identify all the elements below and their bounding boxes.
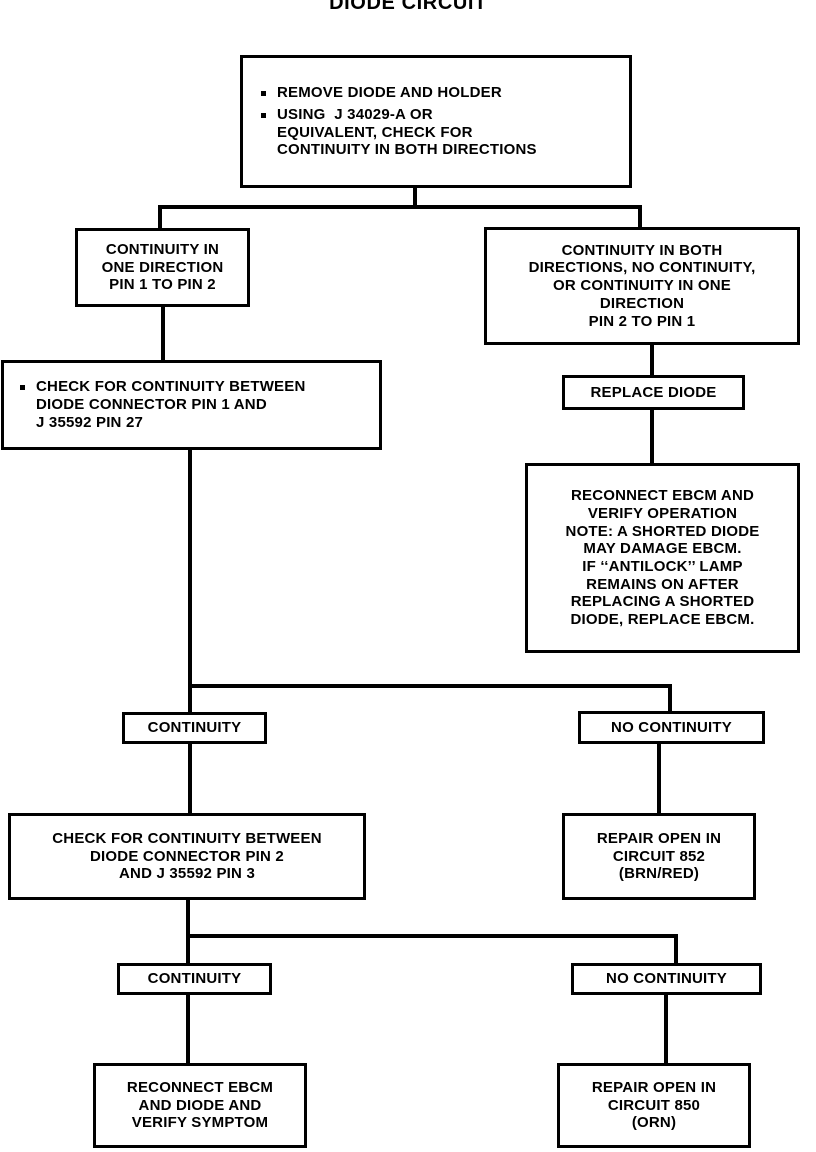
connector-start-stem <box>413 188 417 207</box>
start-bullet-list: REMOVE DIODE AND HOLDER USING J 34029-A … <box>255 84 617 159</box>
connector-to-both-directions <box>638 205 642 230</box>
node-no-continuity-label-2[interactable]: NO CONTINUITY <box>571 963 762 995</box>
node-check-continuity-pin-1[interactable]: CHECK FOR CONTINUITY BETWEEN DIODE CONNE… <box>1 360 382 450</box>
start-bullet-1: REMOVE DIODE AND HOLDER <box>255 84 617 102</box>
page-title: DIODE CIRCUIT <box>329 0 487 14</box>
connector-replace-to-ebcm <box>650 409 654 465</box>
connector-to-no-continuity-2 <box>674 934 678 964</box>
connector-both-to-replace <box>650 344 654 377</box>
connector-top-split <box>158 205 642 209</box>
node-continuity-one-direction[interactable]: CONTINUITY IN ONE DIRECTION PIN 1 TO PIN… <box>75 228 250 307</box>
node-reconnect-ebcm-verify-operation[interactable]: RECONNECT EBCM AND VERIFY OPERATION NOTE… <box>525 463 800 653</box>
connector-split-level2 <box>188 684 672 688</box>
connector-to-continuity-1 <box>188 684 192 712</box>
node-continuity-label-2[interactable]: CONTINUITY <box>117 963 272 995</box>
node-replace-diode[interactable]: REPLACE DIODE <box>562 375 745 410</box>
connector-to-continuity-2 <box>186 934 190 964</box>
connector-to-no-continuity-1 <box>668 684 672 712</box>
connector-continuity1-to-check2 <box>188 743 192 815</box>
node-check-continuity-pin-2[interactable]: CHECK FOR CONTINUITY BETWEEN DIODE CONNE… <box>8 813 366 900</box>
connector-nocontinuity1-to-repair852 <box>657 743 661 815</box>
connector-split-level3 <box>186 934 678 938</box>
connector-nocontinuity2-to-repair850 <box>664 994 668 1064</box>
check1-bullet-1: CHECK FOR CONTINUITY BETWEEN DIODE CONNE… <box>14 378 369 431</box>
node-reconnect-ebcm-and-diode[interactable]: RECONNECT EBCM AND DIODE AND VERIFY SYMP… <box>93 1063 307 1148</box>
node-continuity-label-1[interactable]: CONTINUITY <box>122 712 267 744</box>
node-no-continuity-label-1[interactable]: NO CONTINUITY <box>578 711 765 744</box>
node-repair-open-circuit-850[interactable]: REPAIR OPEN IN CIRCUIT 850 (ORN) <box>557 1063 751 1148</box>
node-remove-diode-and-holder[interactable]: REMOVE DIODE AND HOLDER USING J 34029-A … <box>240 55 632 188</box>
check1-bullet-list: CHECK FOR CONTINUITY BETWEEN DIODE CONNE… <box>14 378 369 431</box>
node-repair-open-circuit-852[interactable]: REPAIR OPEN IN CIRCUIT 852 (BRN/RED) <box>562 813 756 900</box>
connector-to-one-direction <box>158 205 162 230</box>
connector-continuity2-to-reconnect <box>186 994 190 1064</box>
node-continuity-both-directions[interactable]: CONTINUITY IN BOTH DIRECTIONS, NO CONTIN… <box>484 227 800 345</box>
connector-check1-stem <box>188 449 192 687</box>
connector-one-direction-to-check1 <box>161 306 165 362</box>
connector-check2-stem <box>186 899 190 937</box>
start-bullet-2: USING J 34029-A OR EQUIVALENT, CHECK FOR… <box>255 106 617 159</box>
